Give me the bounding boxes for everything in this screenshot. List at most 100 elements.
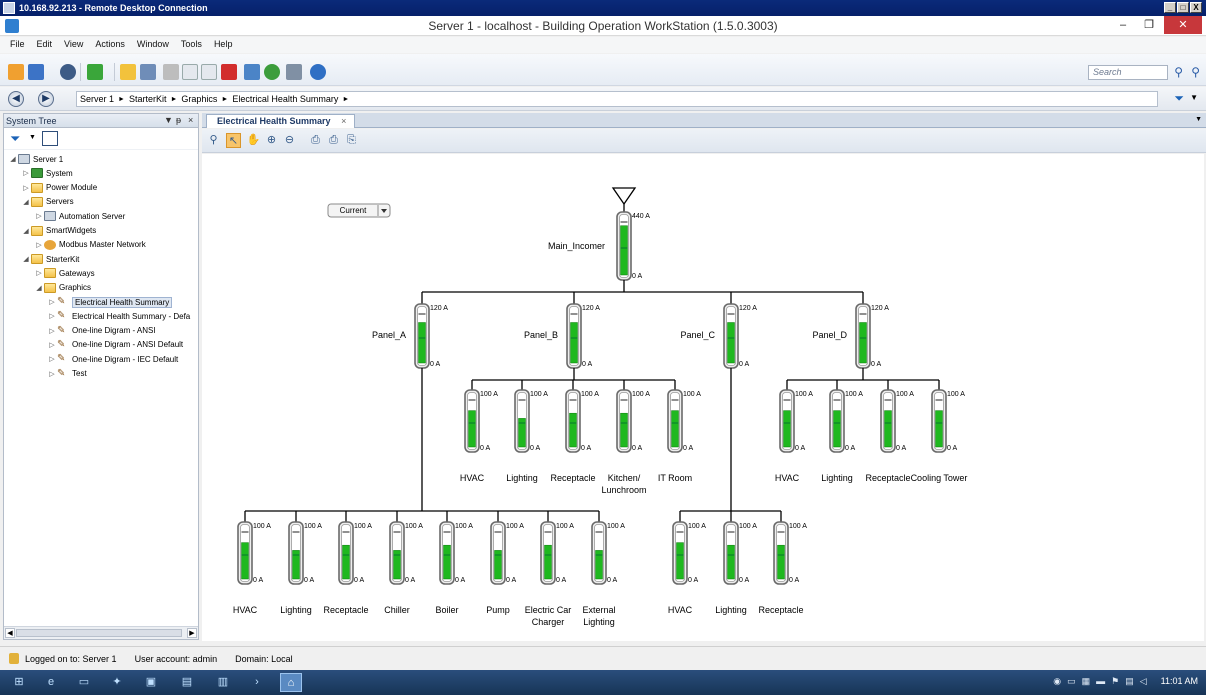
scroll-right-icon[interactable]: ▶ bbox=[187, 628, 197, 638]
expand-arrow-icon[interactable]: ▷ bbox=[49, 327, 55, 335]
tree-node[interactable]: ▷✎One-line Digram - ANSI bbox=[47, 324, 155, 338]
panel-icon[interactable] bbox=[28, 64, 44, 80]
breadcrumb[interactable]: Server 1► StarterKit► Graphics► Electric… bbox=[76, 91, 1158, 107]
expand-arrow-icon[interactable]: ◢ bbox=[36, 284, 42, 292]
close-button[interactable]: ✕ bbox=[1164, 16, 1202, 34]
breadcrumb-item[interactable]: Server 1 bbox=[80, 94, 115, 104]
tray-icon[interactable]: ◉ bbox=[1053, 676, 1062, 686]
app-icon[interactable]: ▥ bbox=[217, 676, 229, 688]
clock[interactable]: 11:01 AM bbox=[1160, 676, 1198, 686]
tree-node[interactable]: ▷Automation Server bbox=[34, 209, 125, 223]
tree-node[interactable]: ◢Graphics bbox=[34, 281, 91, 295]
panel-dropdown-icon[interactable]: ▼ bbox=[164, 115, 173, 125]
breadcrumb-item[interactable]: Electrical Health Summary bbox=[232, 94, 339, 104]
tray-icon[interactable]: ▬ bbox=[1096, 676, 1106, 686]
tray-icon[interactable]: ▤ bbox=[1125, 676, 1134, 686]
breadcrumb-item[interactable]: Graphics bbox=[181, 94, 218, 104]
print-icon[interactable] bbox=[286, 64, 302, 80]
tree-node[interactable]: ◢StarterKit bbox=[21, 252, 79, 266]
print-icon[interactable]: ⎙ bbox=[311, 134, 320, 146]
tree-node[interactable]: ▷✎Test bbox=[47, 367, 86, 381]
tree-node[interactable]: ◢Server 1 bbox=[8, 152, 63, 166]
restore-button[interactable]: ❐ bbox=[1144, 19, 1154, 31]
expand-arrow-icon[interactable]: ▷ bbox=[23, 170, 29, 178]
zoom-out-icon[interactable]: ⊖ bbox=[284, 134, 295, 146]
refresh-icon[interactable] bbox=[264, 64, 280, 80]
scroll-left-icon[interactable]: ◀ bbox=[5, 628, 15, 638]
minimize-button[interactable]: – bbox=[1119, 19, 1127, 31]
volume-icon[interactable]: ◁ bbox=[1139, 676, 1147, 686]
menu-tools[interactable]: Tools bbox=[180, 39, 202, 49]
chevron-down-icon[interactable]: ▼ bbox=[29, 134, 36, 141]
zoom-in-icon[interactable]: ⊕ bbox=[266, 134, 277, 146]
expand-arrow-icon[interactable]: ▷ bbox=[49, 370, 55, 378]
pin-icon[interactable]: ᵽ bbox=[176, 115, 182, 125]
undo-icon[interactable] bbox=[244, 64, 260, 80]
expand-arrow-icon[interactable]: ▷ bbox=[49, 313, 55, 321]
expand-arrow-icon[interactable]: ▷ bbox=[49, 299, 55, 306]
tools-icon[interactable]: ✦ bbox=[112, 676, 122, 688]
select-pointer-icon[interactable]: ↖ bbox=[226, 133, 241, 148]
scroll-thumb[interactable] bbox=[16, 629, 182, 637]
export-icon[interactable] bbox=[42, 131, 58, 146]
expand-arrow-icon[interactable]: ▷ bbox=[36, 270, 42, 278]
copy-icon[interactable] bbox=[182, 64, 198, 80]
save-icon[interactable] bbox=[140, 64, 156, 80]
expand-arrow-icon[interactable]: ◢ bbox=[23, 198, 29, 206]
help-icon[interactable] bbox=[310, 64, 326, 80]
close-icon[interactable]: × bbox=[188, 115, 194, 125]
print-setup-icon[interactable]: ⎙ bbox=[329, 134, 338, 146]
menu-edit[interactable]: Edit bbox=[36, 39, 53, 49]
print-setup-icon[interactable] bbox=[60, 64, 76, 80]
tree-node[interactable]: ▷Power Module bbox=[21, 181, 97, 195]
menu-actions[interactable]: Actions bbox=[95, 39, 125, 49]
print-preview-icon[interactable]: ⎘ bbox=[347, 134, 356, 146]
paste-icon[interactable] bbox=[201, 64, 217, 80]
filter-icon[interactable]: ⏷ bbox=[10, 131, 21, 146]
horizontal-scrollbar[interactable]: ◀ ▶ bbox=[4, 626, 198, 639]
flag-icon[interactable]: ⚑ bbox=[1111, 676, 1120, 686]
expand-arrow-icon[interactable]: ▷ bbox=[36, 241, 42, 249]
expand-arrow-icon[interactable]: ◢ bbox=[10, 156, 16, 163]
tree-node[interactable]: ▷✎One-line Digram - IEC Default bbox=[47, 352, 178, 366]
advanced-search-icon[interactable]: ⚲ bbox=[1191, 65, 1200, 79]
workstation-taskbar-icon[interactable]: ⌂ bbox=[280, 673, 302, 692]
forward-icon[interactable]: ▶ bbox=[38, 91, 54, 107]
network-icon[interactable]: ▦ bbox=[1081, 676, 1091, 686]
expand-arrow-icon[interactable]: ◢ bbox=[23, 227, 29, 235]
tree-node[interactable]: ▷✎Electrical Health Summary bbox=[47, 295, 173, 309]
tree-node[interactable]: ▷Modbus Master Network bbox=[34, 238, 146, 252]
expand-arrow-icon[interactable]: ▷ bbox=[49, 356, 55, 364]
menu-help[interactable]: Help bbox=[213, 39, 233, 49]
tree-node[interactable]: ▷System bbox=[21, 166, 73, 180]
rdp-close-button[interactable]: X bbox=[1190, 2, 1202, 13]
back-icon[interactable]: ◀ bbox=[8, 91, 24, 107]
explorer-icon[interactable]: ▭ bbox=[78, 676, 90, 688]
menu-file[interactable]: File bbox=[10, 39, 25, 49]
pan-hand-icon[interactable]: ✋ bbox=[246, 134, 261, 146]
workstation-icon[interactable] bbox=[8, 64, 24, 80]
start-icon[interactable]: ⊞ bbox=[14, 676, 24, 688]
app-icon[interactable]: ▤ bbox=[181, 676, 193, 688]
tree-node[interactable]: ▷Gateways bbox=[34, 266, 95, 280]
tree-node[interactable]: ▷✎One-line Digram - ANSI Default bbox=[47, 338, 183, 352]
expand-arrow-icon[interactable]: ◢ bbox=[23, 256, 29, 264]
tab-close-icon[interactable]: × bbox=[341, 116, 347, 126]
filter-icon[interactable]: ⏷ bbox=[1174, 91, 1184, 105]
tree-node[interactable]: ◢Servers bbox=[21, 195, 74, 209]
tree-node[interactable]: ▷✎Electrical Health Summary - Defa bbox=[47, 309, 190, 323]
breadcrumb-item[interactable]: StarterKit bbox=[128, 94, 167, 104]
cut-icon[interactable] bbox=[163, 64, 179, 80]
tab-electrical-health-summary[interactable]: Electrical Health Summary × bbox=[206, 114, 356, 128]
expand-arrow-icon[interactable]: ▷ bbox=[23, 184, 29, 192]
tab-list-icon[interactable]: ▼ bbox=[1195, 116, 1202, 123]
rdp-restore-button[interactable]: □ bbox=[1177, 2, 1189, 13]
expand-arrow-icon[interactable]: ▷ bbox=[36, 213, 42, 221]
powershell-icon[interactable]: › bbox=[255, 676, 259, 688]
menu-window[interactable]: Window bbox=[136, 39, 169, 49]
rdp-minimize-button[interactable]: _ bbox=[1164, 2, 1176, 13]
search-input[interactable]: Search bbox=[1088, 65, 1168, 80]
search-icon[interactable]: ⚲ bbox=[1174, 65, 1183, 79]
ie-icon[interactable]: e bbox=[47, 676, 55, 688]
